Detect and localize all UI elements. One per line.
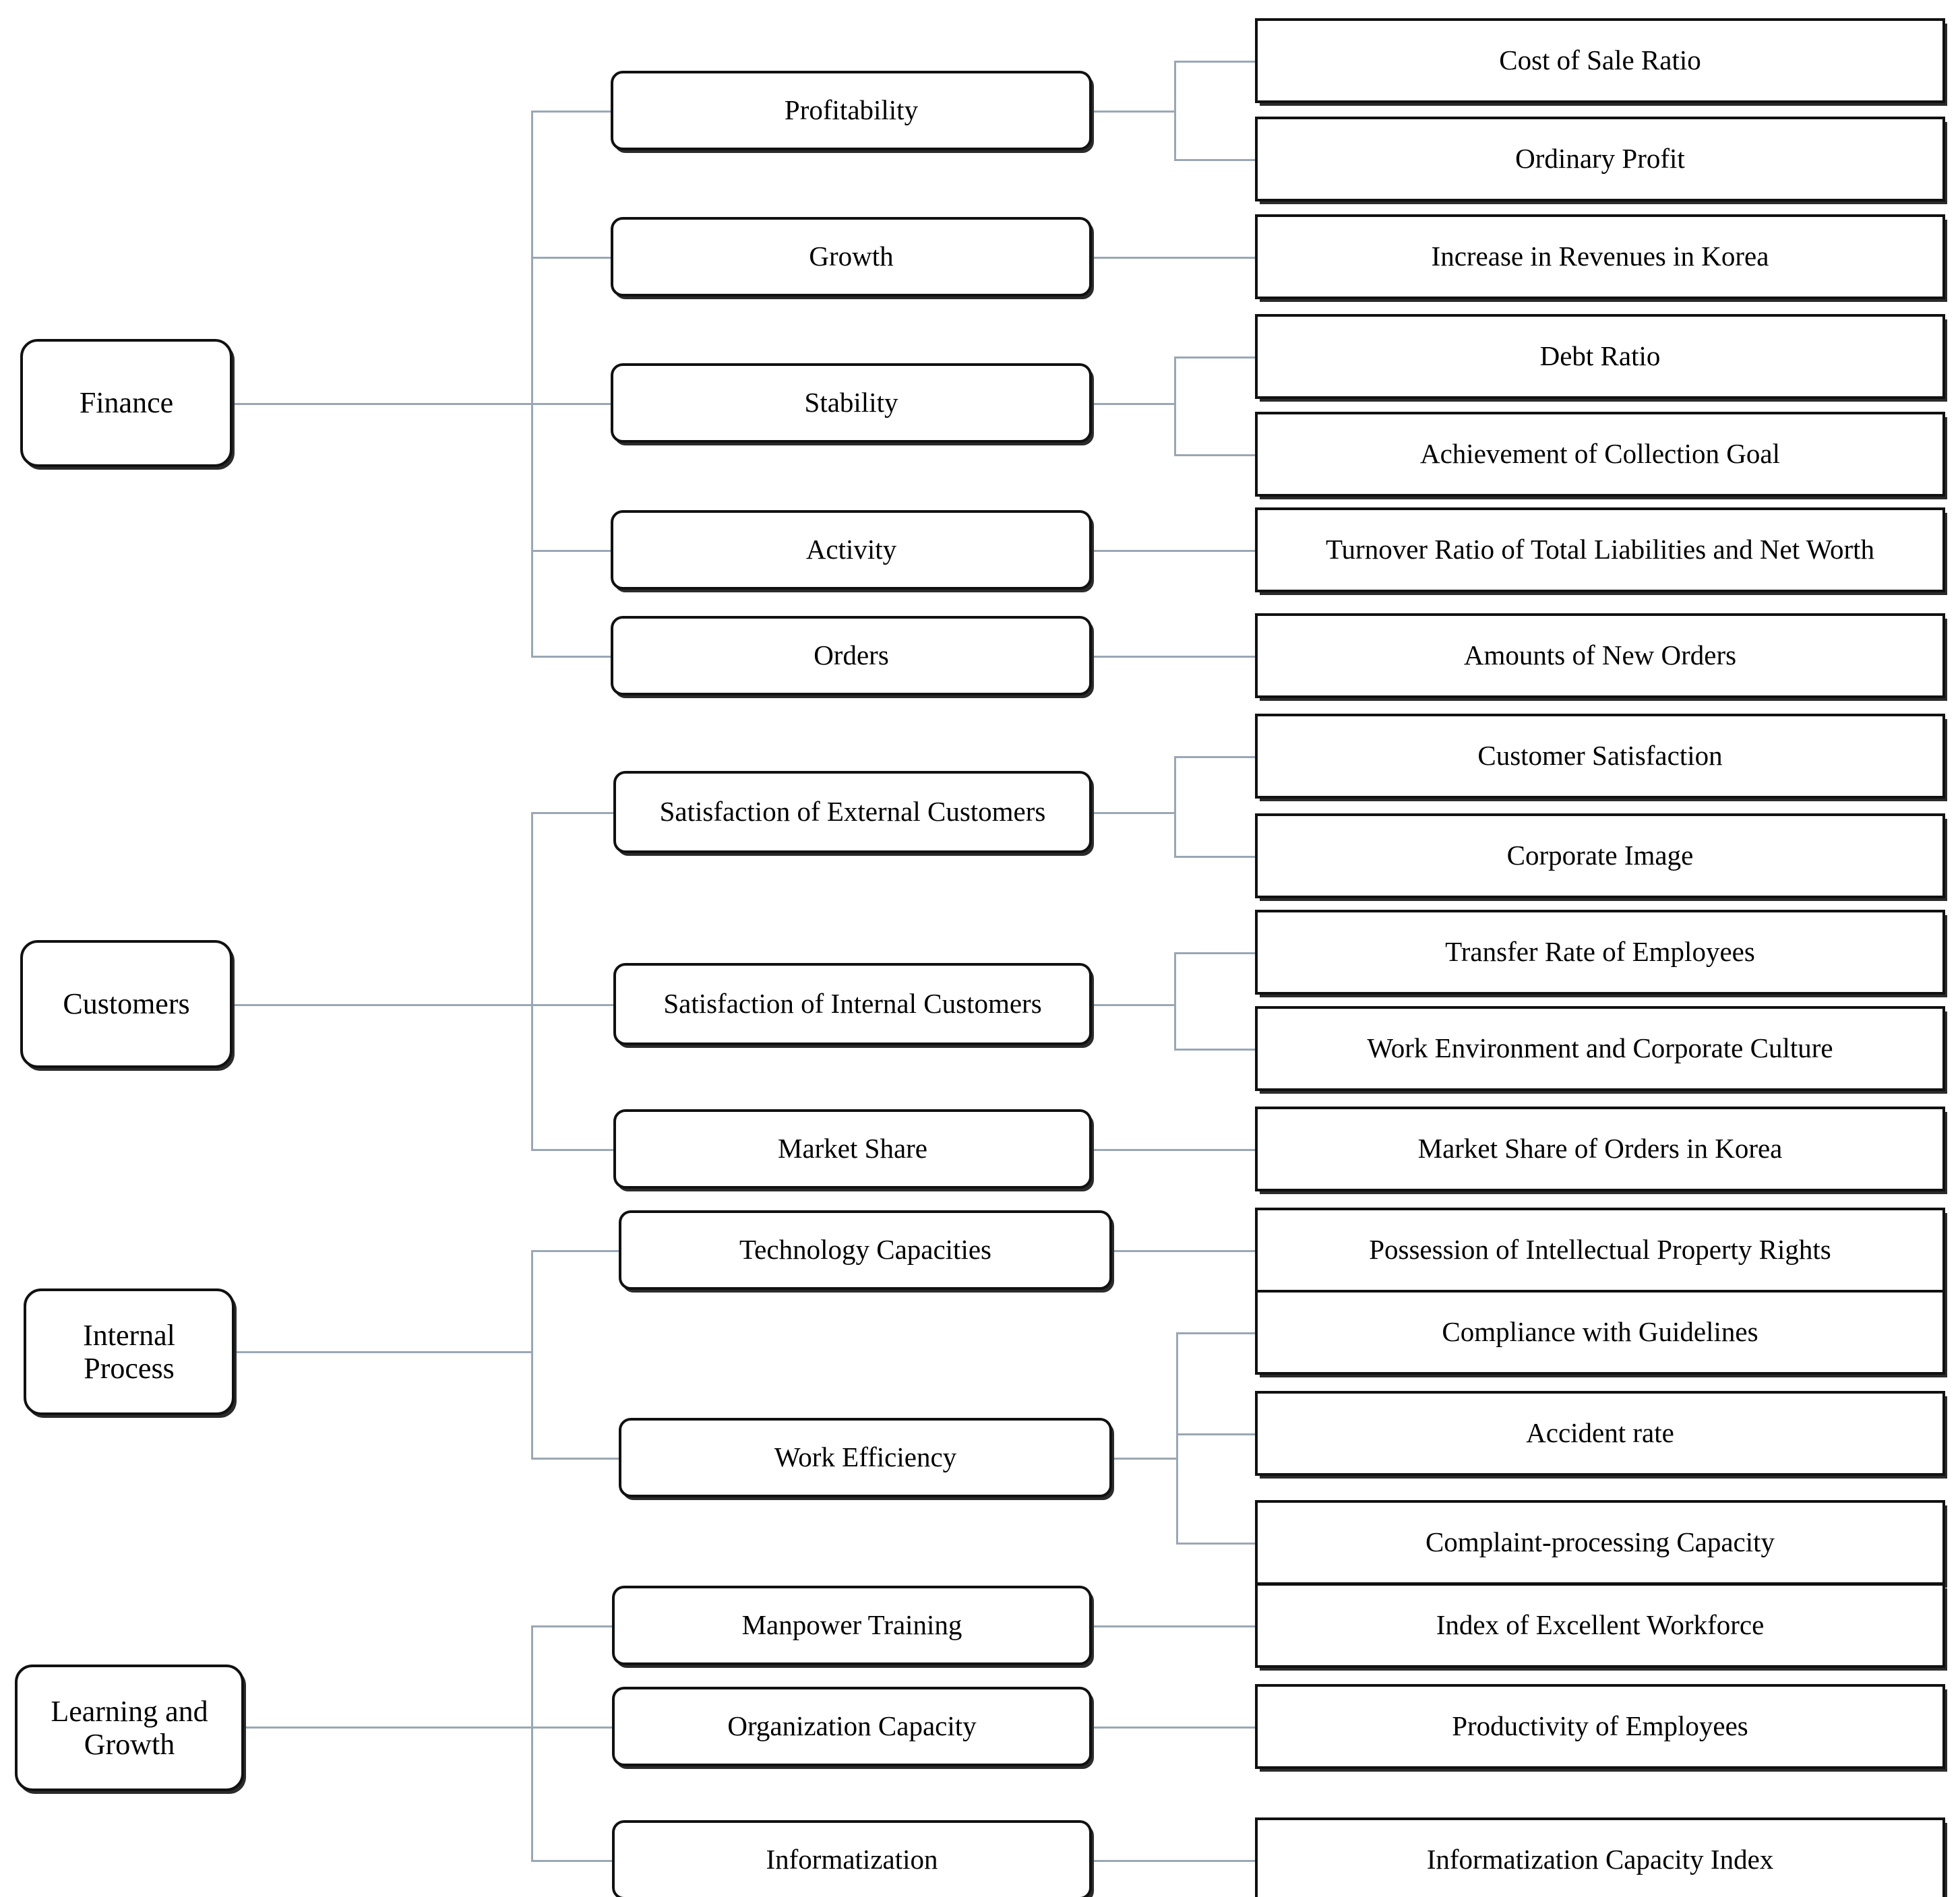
perspective-box-learning-and-growth[interactable]: Learning and Growth (15, 1665, 244, 1791)
connector-customers-stub (233, 1004, 532, 1006)
connector-sat-internal-to-work-environment (1174, 1049, 1255, 1051)
connector-internal-process-stub (235, 1351, 532, 1353)
connector-stability-trunk (1174, 356, 1176, 456)
connector-customers-to-sat-internal (531, 1004, 613, 1006)
connector-customers-trunk (531, 812, 533, 1149)
connector-stability-to-achievement-collection-goal (1174, 454, 1255, 456)
indicator-box-ordinary-profit[interactable]: Ordinary Profit (1255, 117, 1945, 201)
factor-box-technology-capacities[interactable]: Technology Capacities (619, 1210, 1112, 1290)
perspective-box-internal-process[interactable]: Internal Process (24, 1288, 235, 1415)
connector-profitability-to-ordinary-profit (1174, 159, 1255, 161)
connector-orders-to-amounts-new-orders (1092, 656, 1255, 658)
connector-technology-to-ip-rights (1112, 1250, 1255, 1252)
indicator-box-productivity-of-employees[interactable]: Productivity of Employees (1255, 1684, 1945, 1769)
connector-profitability-to-cost-of-sale-ratio (1174, 61, 1255, 63)
connector-learning-to-informatization (531, 1860, 612, 1862)
factor-box-stability[interactable]: Stability (611, 363, 1092, 443)
indicator-box-transfer-rate-of-employees[interactable]: Transfer Rate of Employees (1255, 910, 1945, 995)
connector-internal-process-to-technology (531, 1250, 619, 1252)
factor-box-market-share[interactable]: Market Share (613, 1109, 1092, 1189)
connector-sat-external-trunk (1174, 756, 1176, 857)
connector-stability-stub (1092, 403, 1176, 405)
connector-activity-to-turnover-ratio (1092, 550, 1255, 552)
connector-learning-trunk (531, 1625, 533, 1861)
factor-box-satisfaction-external-customers[interactable]: Satisfaction of External Customers (613, 771, 1092, 853)
connector-sat-internal-trunk (1174, 952, 1176, 1050)
connector-sat-internal-stub (1092, 1004, 1176, 1006)
connector-informatization-to-capacity-index (1092, 1860, 1255, 1862)
connector-finance-to-activity (531, 550, 611, 552)
indicator-box-cost-of-sale-ratio[interactable]: Cost of Sale Ratio (1255, 18, 1945, 103)
factor-box-work-efficiency[interactable]: Work Efficiency (619, 1418, 1112, 1497)
indicator-box-customer-satisfaction[interactable]: Customer Satisfaction (1255, 714, 1945, 799)
connector-work-efficiency-stub (1112, 1458, 1177, 1460)
connector-finance-stub (233, 403, 532, 405)
factor-box-organization-capacity[interactable]: Organization Capacity (612, 1687, 1092, 1766)
perspective-box-customers[interactable]: Customers (20, 940, 233, 1068)
connector-sat-internal-to-transfer-rate (1174, 952, 1255, 954)
connector-internal-process-to-work-efficiency (531, 1458, 619, 1460)
indicator-box-complaint-processing-capacity[interactable]: Complaint-processing Capacity (1255, 1500, 1945, 1585)
connector-manpower-to-index-excellent-workforce (1092, 1625, 1255, 1627)
connector-work-efficiency-to-compliance (1176, 1332, 1255, 1334)
indicator-box-index-of-excellent-workforce[interactable]: Index of Excellent Workforce (1255, 1583, 1945, 1668)
indicator-box-achievement-of-collection-goal[interactable]: Achievement of Collection Goal (1255, 412, 1945, 497)
factor-box-growth[interactable]: Growth (611, 217, 1092, 297)
indicator-box-increase-in-revenues-in-korea[interactable]: Increase in Revenues in Korea (1255, 214, 1945, 299)
connector-organization-to-productivity (1092, 1727, 1255, 1729)
connector-market-share-to-market-share-korea (1092, 1149, 1255, 1151)
connector-growth-to-increase-in-revenues (1092, 257, 1255, 259)
connector-learning-to-manpower-training (531, 1625, 612, 1627)
connector-sat-external-to-corporate-image (1174, 856, 1255, 858)
connector-work-efficiency-to-accident-rate (1176, 1433, 1255, 1435)
connector-learning-stub (244, 1727, 532, 1729)
indicator-box-turnover-ratio-total-liabilities-net-worth[interactable]: Turnover Ratio of Total Liabilities and … (1255, 507, 1945, 592)
factor-box-activity[interactable]: Activity (611, 510, 1092, 590)
indicator-box-corporate-image[interactable]: Corporate Image (1255, 813, 1945, 898)
connector-profitability-trunk (1174, 61, 1176, 160)
connector-sat-external-to-customer-satisfaction (1174, 756, 1255, 758)
connector-sat-external-stub (1092, 812, 1176, 814)
connector-finance-to-profitability (531, 111, 611, 113)
indicator-box-compliance-with-guidelines[interactable]: Compliance with Guidelines (1255, 1290, 1945, 1375)
factor-box-informatization[interactable]: Informatization (612, 1820, 1092, 1897)
indicator-box-possession-of-intellectual-property-rights[interactable]: Possession of Intellectual Property Righ… (1255, 1208, 1945, 1293)
factor-box-manpower-training[interactable]: Manpower Training (612, 1586, 1092, 1665)
factor-box-profitability[interactable]: Profitability (611, 71, 1092, 150)
factor-box-satisfaction-internal-customers[interactable]: Satisfaction of Internal Customers (613, 963, 1092, 1045)
connector-internal-process-trunk (531, 1250, 533, 1459)
perspective-box-finance[interactable]: Finance (20, 339, 233, 467)
indicator-box-market-share-of-orders-in-korea[interactable]: Market Share of Orders in Korea (1255, 1107, 1945, 1191)
indicator-box-amounts-of-new-orders[interactable]: Amounts of New Orders (1255, 613, 1945, 698)
connector-finance-to-stability (531, 403, 611, 405)
connector-learning-to-organization-capacity (531, 1727, 612, 1729)
connector-customers-to-market-share (531, 1149, 613, 1151)
connector-stability-to-debt-ratio (1174, 356, 1255, 359)
connector-customers-to-sat-external (531, 812, 613, 814)
connector-work-efficiency-trunk (1176, 1332, 1178, 1543)
indicator-box-work-environment-and-corporate-culture[interactable]: Work Environment and Corporate Culture (1255, 1006, 1945, 1091)
connector-finance-to-orders (531, 656, 611, 658)
factor-box-orders[interactable]: Orders (611, 616, 1092, 695)
connector-profitability-stub (1092, 111, 1176, 113)
connector-finance-trunk (531, 111, 533, 658)
indicator-box-informatization-capacity-index[interactable]: Informatization Capacity Index (1255, 1817, 1945, 1897)
indicator-box-debt-ratio[interactable]: Debt Ratio (1255, 314, 1945, 399)
connector-work-efficiency-to-complaint-processing (1176, 1543, 1255, 1545)
connector-finance-to-growth (531, 257, 611, 259)
indicator-box-accident-rate[interactable]: Accident rate (1255, 1391, 1945, 1476)
